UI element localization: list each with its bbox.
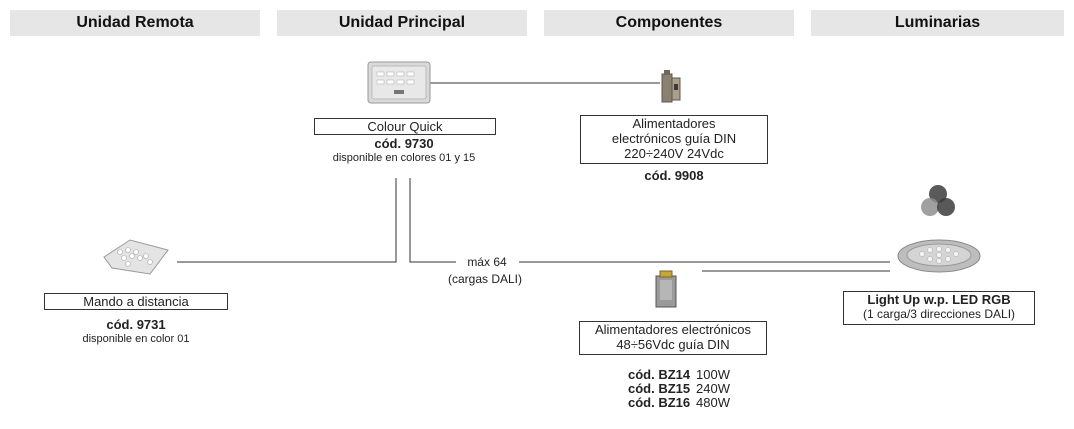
colour-quick-name-box: Colour Quick (314, 118, 496, 135)
psu-24v-line3: 220÷240V 24Vdc (624, 146, 724, 161)
header-luminaires: Luminarias (811, 10, 1064, 36)
remote-name: Mando a distancia (83, 294, 189, 309)
remote-name-box: Mando a distancia (44, 293, 228, 310)
psu-48v-code-row: cód. BZ15 240W (628, 382, 730, 396)
rgb-color-icon (921, 185, 955, 216)
psu-24v-box: Alimentadores electrónicos guía DIN 220÷… (580, 115, 768, 164)
psu-48v-code-row: cód. BZ14 100W (628, 368, 730, 382)
code-bz14: cód. BZ14 (628, 367, 691, 382)
header-luminaires-label: Luminarias (894, 14, 981, 31)
psu-48v-box: Alimentadores electrónicos 48÷56Vdc guía… (579, 321, 767, 355)
power-bz16: 480W (696, 395, 730, 410)
luminaire-box: Light Up w.p. LED RGB (1 carga/3 direcci… (843, 291, 1035, 325)
psu-48v-code-row: cód. BZ16 480W (628, 396, 730, 410)
psu-48v-line2: 48÷56Vdc guía DIN (616, 337, 730, 352)
header-remote-label: Unidad Remota (76, 14, 194, 31)
psu-48v-codes: cód. BZ14 100W cód. BZ15 240W cód. BZ16 480… (628, 368, 730, 410)
remote-control-device-icon (103, 239, 169, 275)
psu-24v-line2: electrónicos guía DIN (611, 131, 737, 146)
header-components: Componentes (544, 10, 794, 36)
power-bz14: 100W (696, 367, 730, 382)
luminaire-name: Light Up w.p. LED RGB (867, 292, 1011, 307)
header-main-label: Unidad Principal (338, 14, 466, 31)
header-main-unit: Unidad Principal (277, 10, 527, 36)
colour-quick-device-icon (367, 61, 431, 104)
code-bz15: cód. BZ15 (628, 381, 691, 396)
power-bz15: 240W (696, 381, 730, 396)
psu-24v-line1: Alimentadores (632, 116, 716, 131)
colour-quick-code: cód. 9730 (374, 136, 434, 151)
code-bz16: cód. BZ16 (628, 395, 691, 410)
din-psu-48v-icon (655, 270, 677, 308)
psu-48v-line1: Alimentadores electrónicos (594, 322, 752, 337)
remote-code: cód. 9731 (106, 317, 166, 332)
header-remote-unit: Unidad Remota (10, 10, 260, 36)
remote-note: disponible en color 01 (82, 333, 190, 345)
bus-loads-label: (cargas DALI) (447, 272, 523, 286)
wire-remote-to-main (177, 178, 397, 263)
bus-max-label: máx 64 (467, 255, 507, 269)
psu-24v-code: cód. 9908 (644, 168, 704, 183)
colour-quick-name: Colour Quick (367, 119, 443, 134)
luminaire-note: (1 carga/3 direcciones DALI) (862, 307, 1016, 321)
header-components-label: Componentes (615, 14, 723, 31)
wire-main-to-bus (409, 178, 456, 263)
colour-quick-note: disponible en colores 01 y 15 (332, 152, 476, 164)
light-up-luminaire-icon (897, 239, 981, 273)
din-psu-24v-icon (661, 70, 681, 103)
